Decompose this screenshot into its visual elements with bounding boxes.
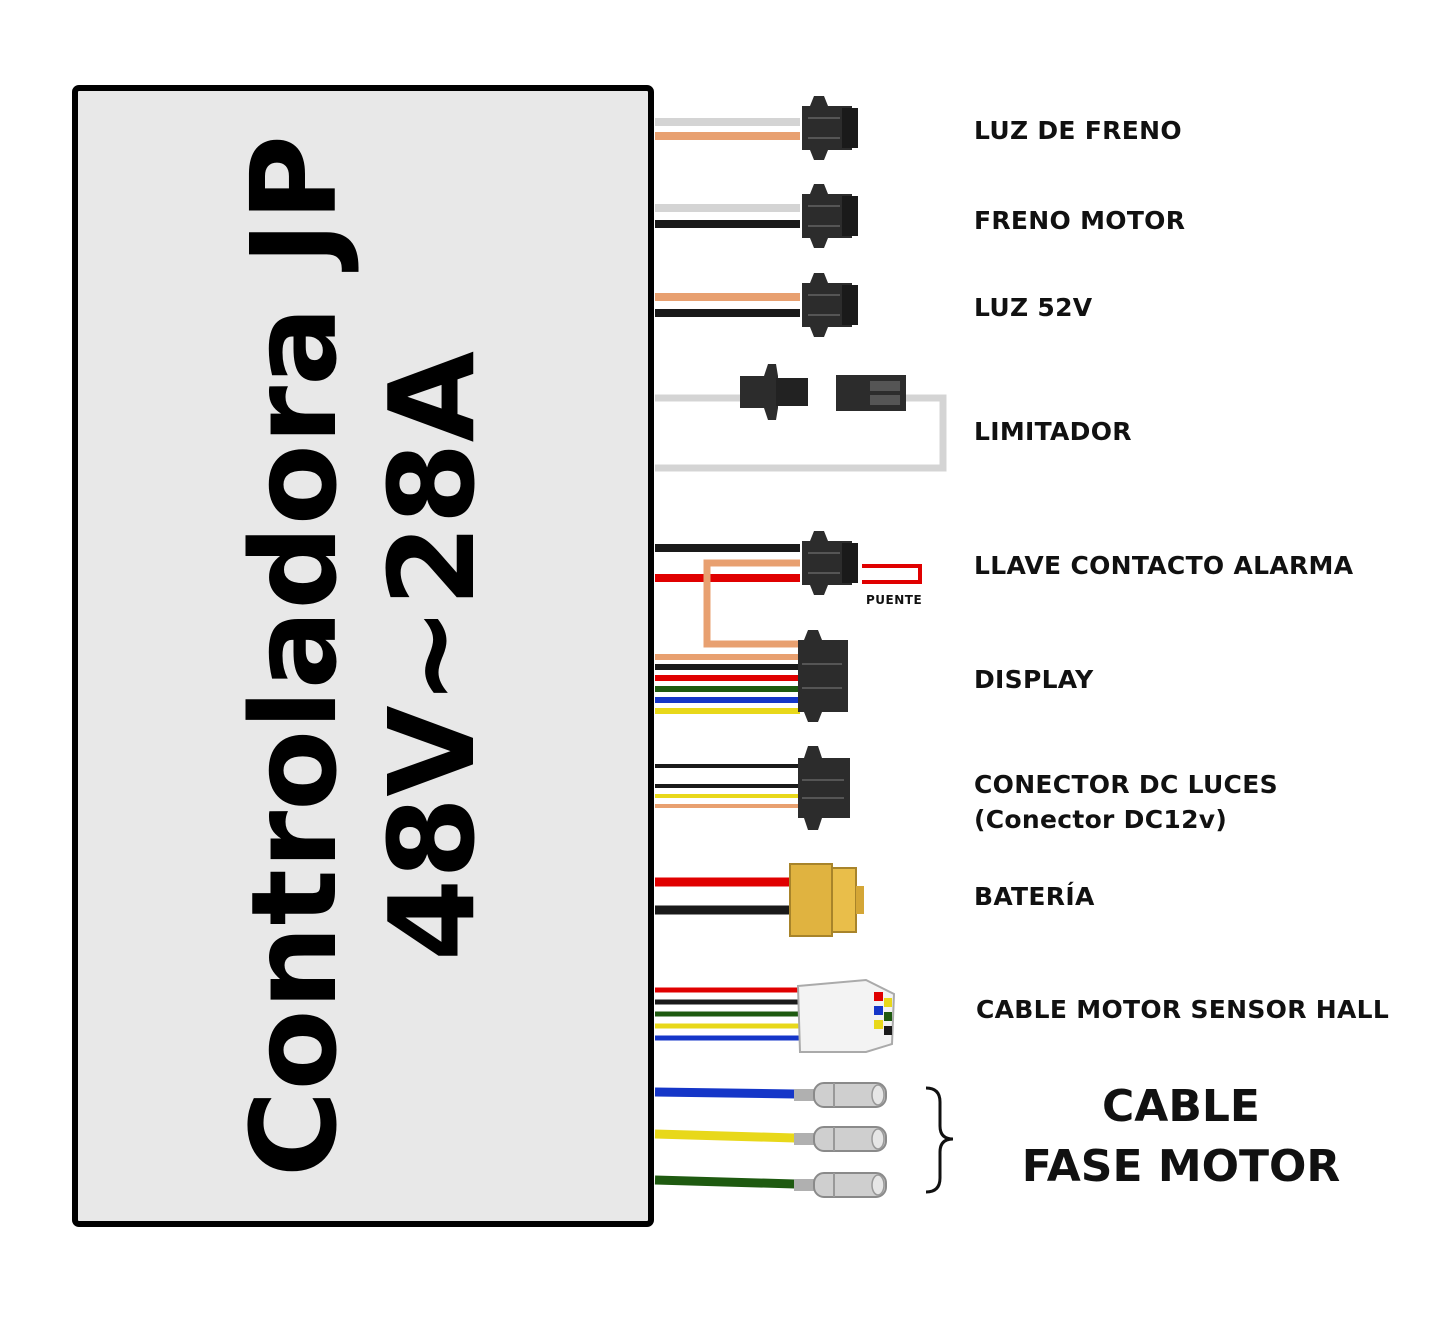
label-bridge: PUENTE — [866, 593, 923, 607]
display-harness — [655, 630, 848, 722]
jst-connector-icon — [801, 530, 859, 596]
label-brake-light: LUZ DE FRENO — [974, 116, 1182, 145]
controller-title-line1: Controladora JP — [225, 134, 363, 1178]
label-dc-lights: CONECTOR DC LUCES — [974, 770, 1278, 799]
controller-title-area: Controladora JP 48V~28A — [75, 88, 651, 1224]
label-motor-brake: FRENO MOTOR — [974, 206, 1186, 235]
phase-motor-harness — [654, 1082, 954, 1198]
motor-brake-harness — [655, 183, 859, 249]
battery-harness — [655, 863, 864, 937]
hall-sensor-harness — [655, 978, 896, 1053]
jst-connector-icon — [801, 272, 859, 338]
label-hall: CABLE MOTOR SENSOR HALL — [976, 995, 1390, 1024]
label-battery: BATERÍA — [974, 882, 1095, 911]
label-phase-line1: CABLE — [1102, 1081, 1260, 1132]
bullet-terminal-icon — [793, 1126, 887, 1152]
controller-title-line2: 48V~28A — [363, 351, 501, 961]
dc-lights-connector-icon — [798, 746, 850, 830]
curly-brace-icon — [925, 1086, 954, 1194]
hall-connector-icon — [796, 978, 896, 1053]
jst-connector-icon — [801, 183, 859, 249]
bullet-terminal-icon — [793, 1082, 887, 1108]
green-wire — [654, 1175, 796, 1189]
brake-light-harness — [655, 95, 859, 161]
controller-box — [72, 85, 654, 1227]
light-52v-harness — [655, 272, 859, 338]
key-alarm-harness — [655, 530, 922, 648]
orange-loop-wire — [703, 559, 800, 648]
bridge-loop — [862, 564, 922, 584]
label-display: DISPLAY — [974, 665, 1094, 694]
label-key-alarm: LLAVE CONTACTO ALARMA — [974, 551, 1354, 580]
bullet-terminal-icon — [793, 1172, 887, 1198]
label-dc-lights-sub: (Conector DC12v) — [974, 805, 1228, 834]
jst-male-connector-icon — [740, 364, 808, 420]
label-limiter: LIMITADOR — [974, 417, 1132, 446]
jst-female-connector-icon — [836, 375, 906, 411]
yellow-wire — [654, 1129, 796, 1143]
blue-wire — [654, 1087, 796, 1099]
label-phase-line2: FASE MOTOR — [1021, 1141, 1341, 1192]
label-light-52v: LUZ 52V — [974, 293, 1093, 322]
xt60-connector-icon — [789, 863, 864, 937]
limiter-harness — [655, 364, 947, 472]
jst-connector-icon — [801, 95, 859, 161]
controller-title: Controladora JP 48V~28A — [225, 135, 501, 1177]
white-wire-loop — [655, 394, 947, 472]
display-connector-icon — [798, 630, 848, 722]
dc-lights-harness — [655, 746, 850, 830]
